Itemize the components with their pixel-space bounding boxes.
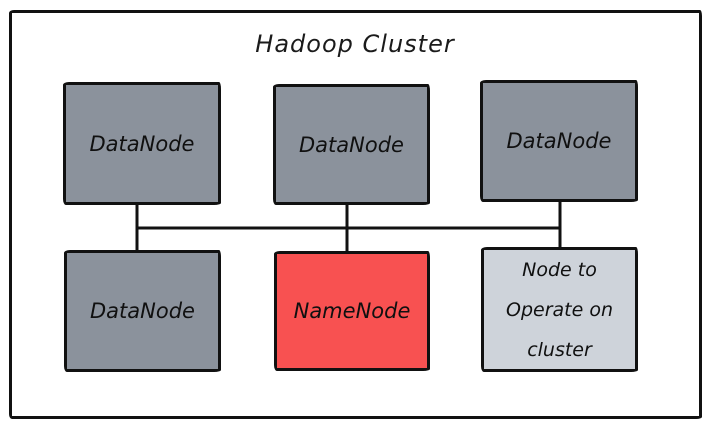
datanode-box-4: DataNode <box>64 250 221 372</box>
operator-node-box: Node to Operate on cluster <box>481 247 638 372</box>
datanode-box-3: DataNode <box>480 80 638 202</box>
diagram-title: Hadoop Cluster <box>255 30 455 58</box>
node-label-line-2: Operate on <box>505 299 613 322</box>
node-label: DataNode <box>90 299 195 323</box>
cluster-boundary-box <box>9 10 702 419</box>
node-label: DataNode <box>299 132 404 157</box>
node-label: NameNode <box>293 299 411 323</box>
node-label: DataNode <box>506 129 612 153</box>
datanode-box-1: DataNode <box>63 82 221 205</box>
node-label-line-1: Node to <box>522 259 597 281</box>
namenode-box: NameNode <box>274 251 430 371</box>
node-label: DataNode <box>89 131 195 156</box>
datanode-box-2: DataNode <box>273 84 430 205</box>
node-label-line-3: cluster <box>527 339 592 362</box>
